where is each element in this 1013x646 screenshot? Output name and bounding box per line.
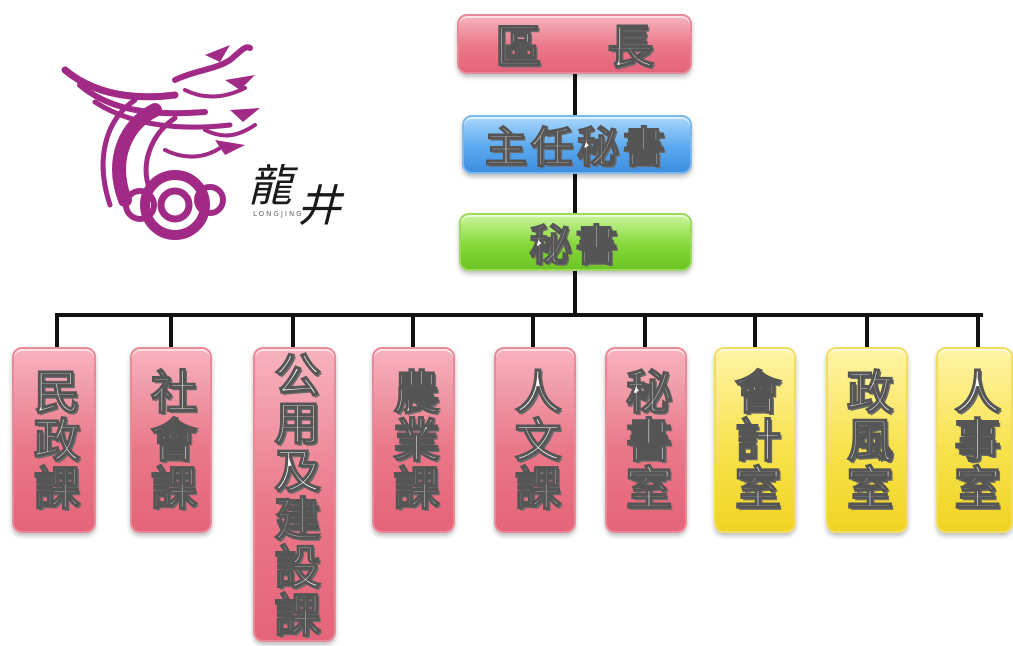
chief-secretary-box: 主任秘書 xyxy=(462,115,692,174)
department-box-accounting: 會計室 xyxy=(714,347,796,533)
department-label: 人事室 xyxy=(947,367,1003,513)
chief-secretary-label: 主任秘書 xyxy=(484,122,669,173)
district-head-label: 區 長 xyxy=(495,19,664,75)
department-label: 公用及建設課 xyxy=(267,350,323,640)
department-label: 秘書室 xyxy=(618,367,674,513)
department-label: 農業課 xyxy=(386,367,442,513)
department-box-public-works: 公用及建設課 xyxy=(253,347,336,642)
connector-chief-to-secretary xyxy=(573,172,577,215)
connector-head-to-chief xyxy=(573,72,577,117)
dragon-emblem-icon xyxy=(61,44,260,240)
department-label: 民政課 xyxy=(26,367,82,513)
secretary-label: 秘書 xyxy=(529,220,622,271)
drop-line xyxy=(411,313,415,348)
department-label: 人文課 xyxy=(507,367,563,513)
connector-secretary-to-bus xyxy=(573,268,577,316)
department-label: 會計室 xyxy=(727,367,783,513)
drop-line xyxy=(55,313,59,348)
department-box-ethics: 政風室 xyxy=(826,347,908,533)
drop-line xyxy=(753,313,757,348)
department-box-agriculture: 農業課 xyxy=(372,347,455,533)
department-box-secretariat: 秘書室 xyxy=(605,347,687,533)
drop-line xyxy=(643,313,647,348)
department-box-humanities: 人文課 xyxy=(494,347,576,533)
drop-line xyxy=(976,313,980,348)
district-head-box: 區 長 xyxy=(457,14,692,75)
department-box-civil-affairs: 民政課 xyxy=(12,347,96,533)
department-label: 社會課 xyxy=(143,367,199,513)
department-box-social: 社會課 xyxy=(130,347,212,533)
secretary-box: 秘書 xyxy=(459,213,692,271)
department-box-personnel: 人事室 xyxy=(936,347,1013,533)
logo-char-long: 龍 xyxy=(248,161,292,212)
drop-line xyxy=(531,313,535,348)
department-bus-line xyxy=(55,313,983,317)
logo-subtitle: LONGJING xyxy=(253,210,304,218)
drop-line xyxy=(169,313,173,348)
logo-char-jing: 井 xyxy=(297,181,341,232)
drop-line xyxy=(865,313,869,348)
drop-line xyxy=(291,313,295,348)
department-label: 政風室 xyxy=(839,367,895,513)
